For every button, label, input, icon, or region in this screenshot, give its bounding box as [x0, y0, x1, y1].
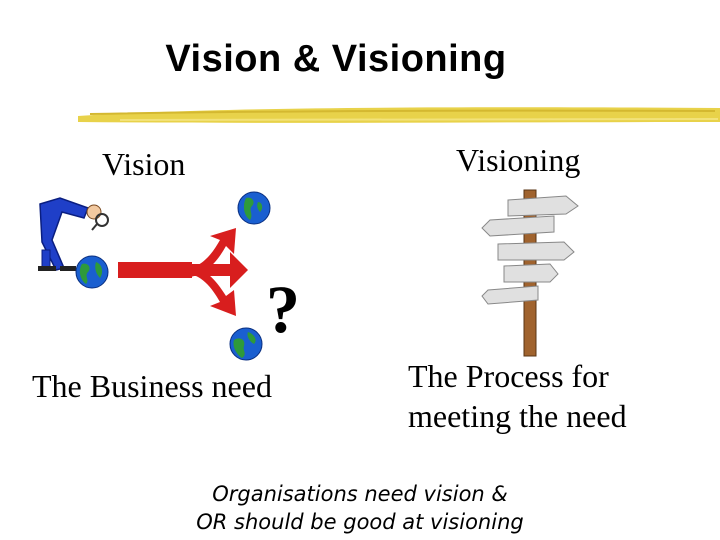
title-underline: [78, 107, 720, 123]
footer-line: OR should be good at visioning: [196, 510, 524, 534]
signpost-icon: [481, 189, 579, 357]
process-line: meeting the need: [408, 398, 627, 434]
globe-icon: [237, 191, 271, 225]
process-caption: The Process for meeting the need: [408, 356, 708, 436]
footer-note: Organisations need vision & OR should be…: [120, 480, 600, 536]
footer-line: Organisations need vision &: [212, 482, 508, 506]
slide-title: Vision & Visioning: [165, 38, 507, 80]
globe-icon: [229, 327, 263, 361]
visioning-heading: Visioning: [456, 142, 581, 178]
process-line: The Process for: [408, 358, 609, 394]
man-with-magnifier-icon: [38, 197, 109, 271]
business-need-caption: The Business need: [32, 368, 272, 404]
three-way-arrow-icon: [118, 228, 248, 316]
vision-heading: Vision: [102, 146, 186, 182]
question-mark: ?: [266, 271, 300, 347]
globe-icon: [75, 255, 109, 289]
